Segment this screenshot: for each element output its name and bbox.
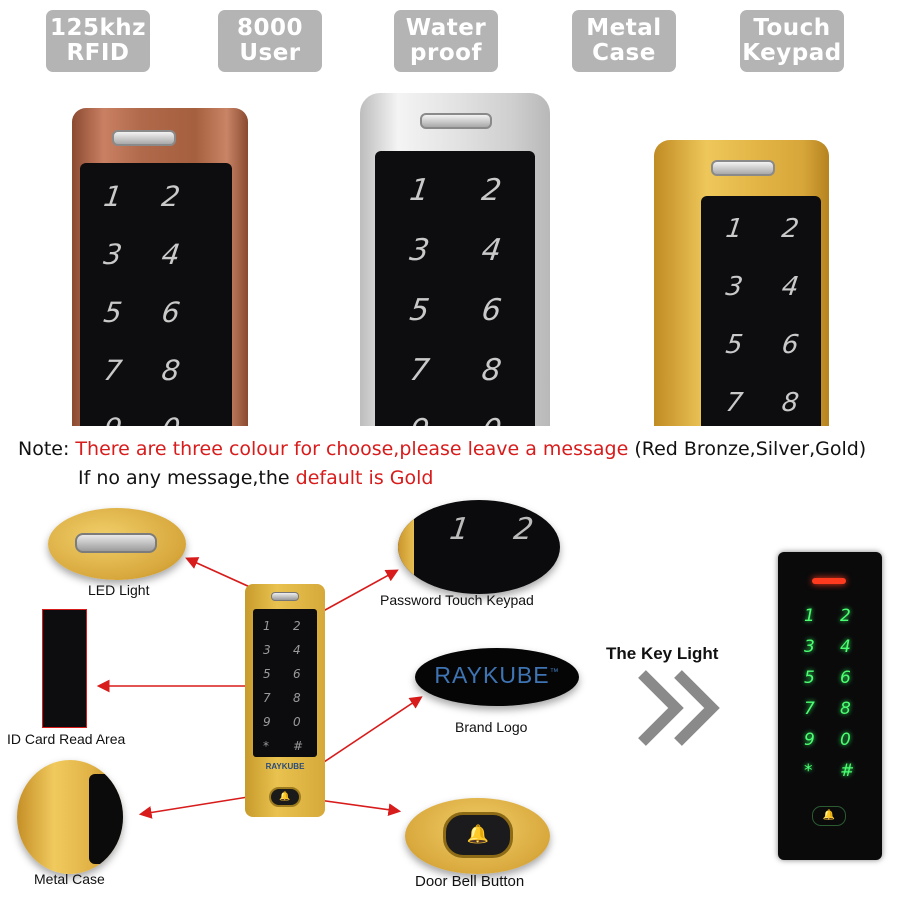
key-hash[interactable]: # [293, 739, 304, 753]
bell-icon: 🔔 [279, 792, 291, 802]
key-1[interactable]: 1 [263, 619, 271, 633]
bell-icon: 🔔 [466, 824, 490, 845]
key-9[interactable]: 9 [102, 412, 124, 426]
led-light [711, 160, 775, 176]
key-9[interactable]: 9 [804, 730, 815, 750]
led-light [112, 130, 176, 146]
badge-line: Keypad [742, 40, 842, 66]
label-password-keypad: Password Touch Keypad [380, 592, 534, 608]
keypad-edge [398, 500, 414, 594]
note-line2: If no any message,the [78, 467, 296, 489]
touch-keypad [375, 151, 535, 426]
zoom-key-1: 1 [447, 512, 472, 547]
key-star[interactable]: * [804, 761, 813, 781]
default-note: If no any message,the default is Gold [78, 467, 433, 489]
key-8[interactable]: 8 [840, 699, 851, 719]
note-colours: (Red Bronze,Silver,Gold) [628, 438, 867, 460]
touch-keypad [80, 163, 232, 426]
badge-line: 125khz [49, 15, 147, 41]
badge-line: proof [410, 40, 482, 66]
key-hash[interactable]: # [840, 761, 855, 781]
chevron-right-icon [638, 670, 720, 746]
label-id-card-area: ID Card Read Area [7, 731, 126, 747]
label-door-bell: Door Bell Button [415, 873, 525, 890]
door-bell-button[interactable]: 🔔 [812, 806, 846, 826]
badge-line: Touch [753, 15, 831, 41]
metal-case-zoom [17, 760, 123, 874]
key-9[interactable]: 9 [408, 413, 432, 426]
key-light-title: The Key Light [606, 644, 719, 663]
key-7[interactable]: 7 [263, 691, 271, 705]
badge-metal-case: Metal Case [572, 10, 676, 72]
key-3[interactable]: 3 [263, 643, 271, 657]
zoom-key-2: 2 [511, 512, 536, 547]
bell-icon: 🔔 [822, 810, 836, 821]
badge-line: Metal [586, 15, 662, 41]
touch-keypad [701, 196, 821, 426]
door-bell-zoom: 🔔 [405, 798, 550, 874]
key-6[interactable]: 6 [293, 667, 301, 681]
led-light-zoom [48, 508, 186, 580]
door-bell-button-zoom: 🔔 [443, 812, 513, 858]
key-6[interactable]: 6 [840, 668, 851, 688]
key-9[interactable]: 9 [263, 715, 271, 729]
key-0[interactable]: 0 [293, 715, 301, 729]
trademark: ™ [549, 666, 560, 677]
label-led-light: LED Light [88, 582, 150, 598]
password-keypad-zoom: 1 2 [398, 500, 560, 594]
key-5[interactable]: 5 [804, 668, 815, 688]
badge-line: RFID [66, 40, 130, 66]
label-brand-logo: Brand Logo [455, 719, 528, 735]
led-light [420, 113, 492, 129]
keypad-backlit: 🔔 1 2 3 4 5 6 7 8 9 0 * # [778, 552, 882, 860]
brand-logo: RAYKUBE™ [415, 662, 579, 689]
key-0[interactable]: 0 [480, 413, 504, 426]
key-8[interactable]: 8 [293, 691, 301, 705]
key-0[interactable]: 0 [160, 412, 182, 426]
note-prefix: Note: [18, 438, 76, 460]
note-highlight: There are three colour for choose,please… [75, 438, 629, 460]
key-0[interactable]: 0 [840, 730, 851, 750]
key-3[interactable]: 3 [804, 637, 815, 657]
key-1[interactable]: 1 [804, 606, 815, 626]
colour-note: Note: There are three colour for choose,… [18, 438, 866, 460]
key-2[interactable]: 2 [840, 606, 851, 626]
badge-rfid: 125khz RFID [46, 10, 150, 72]
arrow-brand [314, 696, 423, 769]
brand-logo-zoom: RAYKUBE™ [415, 648, 579, 706]
key-4[interactable]: 4 [293, 643, 301, 657]
brand-name: RAYKUBE [434, 662, 550, 688]
case-glass [89, 774, 123, 864]
led-light-red [812, 578, 846, 584]
key-4[interactable]: 4 [840, 637, 851, 657]
badge-line: Case [592, 40, 656, 66]
badge-users: 8000 User [218, 10, 322, 72]
led-light [75, 533, 157, 553]
key-star[interactable]: * [263, 739, 269, 753]
note-default: default is Gold [295, 467, 434, 489]
arrow-metal-case [138, 796, 249, 819]
door-bell-button[interactable]: 🔔 [269, 787, 301, 807]
key-5[interactable]: 5 [263, 667, 271, 681]
badge-touch-keypad: Touch Keypad [740, 10, 844, 72]
badge-line: 8000 [236, 15, 303, 41]
brand-logo-small: RAYKUBE [265, 762, 305, 771]
badge-line: Water [405, 15, 487, 41]
id-card-area-zoom [42, 609, 87, 728]
key-7[interactable]: 7 [804, 699, 815, 719]
label-metal-case: Metal Case [34, 871, 105, 887]
badge-waterproof: Water proof [394, 10, 498, 72]
led-light [271, 592, 299, 601]
badge-line: User [239, 40, 301, 66]
keypad-overview: RAYKUBE 🔔 1 2 3 4 5 6 7 8 9 0 * # [245, 584, 325, 817]
touch-keypad [253, 609, 317, 757]
key-2[interactable]: 2 [293, 619, 301, 633]
